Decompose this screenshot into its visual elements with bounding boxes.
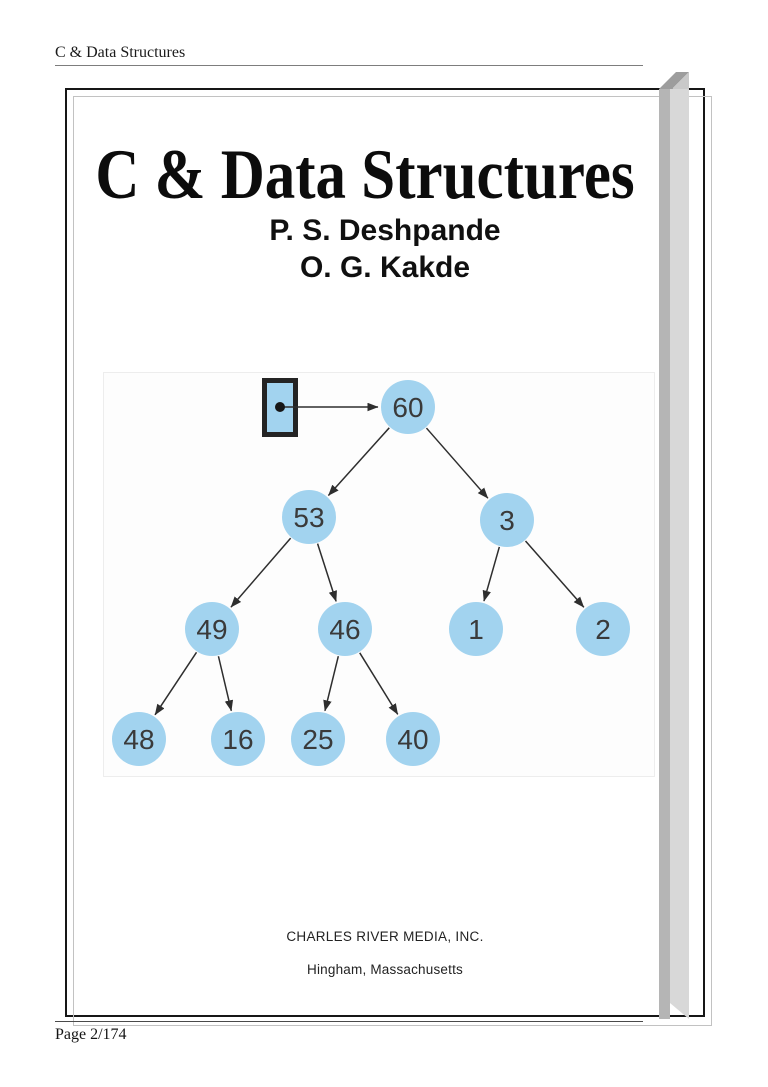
header-rule xyxy=(55,65,643,66)
book-title: C & Data Structures xyxy=(95,136,635,215)
authors-block: P. S. Deshpande O. G. Kakde xyxy=(65,212,705,286)
tree-figure-background xyxy=(103,372,655,777)
author-name: O. G. Kakde xyxy=(299,251,471,284)
publisher-location: Hingham, Massachusetts xyxy=(307,962,463,977)
page-shadow-border xyxy=(73,96,712,1026)
header-title: C & Data Structures xyxy=(55,44,186,61)
author-name: P. S. Deshpande xyxy=(269,214,501,247)
publisher-name: CHARLES RIVER MEDIA, INC. xyxy=(286,929,484,944)
page-number: Page 2/174 xyxy=(55,1026,127,1043)
footer-rule xyxy=(55,1021,643,1022)
spine-top-corner xyxy=(672,72,689,89)
spine-top-cap xyxy=(659,72,689,89)
